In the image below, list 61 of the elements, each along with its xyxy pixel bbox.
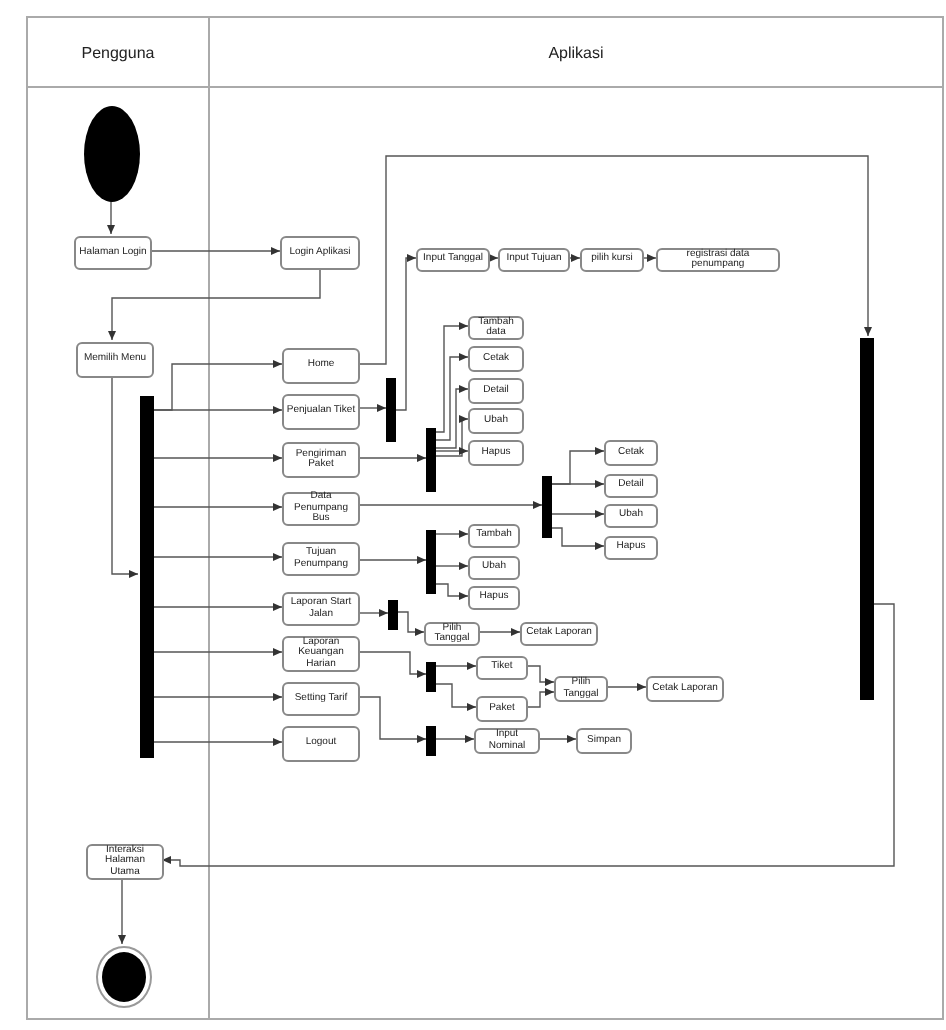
fork-bar (426, 428, 436, 492)
arrow (435, 530, 469, 538)
fork-bar (860, 338, 874, 700)
arrow (151, 503, 283, 511)
arrow (435, 562, 469, 570)
arrow (359, 696, 427, 743)
arrow (107, 199, 115, 235)
arrow (151, 406, 283, 414)
arrow (359, 454, 427, 462)
lane-header: Pengguna (28, 18, 208, 88)
fork-bar (140, 396, 154, 758)
fork-bar (426, 530, 436, 594)
swimlane (26, 16, 210, 1020)
fork-bar (388, 600, 398, 630)
arrow (359, 556, 427, 564)
arrow (108, 267, 321, 341)
arrow (527, 665, 555, 686)
arrow (643, 254, 657, 262)
final-node (96, 946, 152, 1008)
arrow (607, 683, 647, 691)
arrow (151, 603, 283, 611)
arrow (151, 693, 283, 701)
lane-header: Aplikasi (210, 18, 942, 88)
arrow (435, 385, 469, 449)
arrow (479, 628, 521, 636)
arrow (435, 353, 469, 441)
swimlane (210, 16, 944, 1020)
arrow (489, 254, 499, 262)
arrow (359, 501, 543, 509)
arrow (151, 553, 283, 561)
fork-bar (386, 378, 396, 442)
arrow (118, 877, 126, 945)
arrow (151, 738, 283, 746)
arrow (435, 322, 469, 433)
arrow (435, 447, 469, 455)
arrow (527, 688, 555, 708)
arrow (539, 735, 577, 743)
arrow (551, 510, 605, 518)
fork-bar (426, 726, 436, 756)
arrow (151, 454, 283, 462)
arrow (111, 375, 139, 578)
arrow (161, 603, 895, 867)
arrow (359, 404, 387, 412)
fork-bar (426, 662, 436, 692)
arrow (151, 648, 283, 656)
arrow (397, 611, 425, 636)
fork-bar (542, 476, 552, 538)
arrow (359, 651, 427, 678)
arrow (435, 735, 475, 743)
arrow (435, 583, 469, 600)
arrow (569, 254, 581, 262)
arrow (149, 247, 281, 255)
initial-node (84, 106, 140, 202)
arrow (435, 683, 477, 711)
arrow (435, 662, 477, 670)
arrow (395, 254, 417, 411)
arrow (359, 609, 389, 617)
arrow (551, 480, 605, 488)
arrow (551, 527, 605, 550)
arrow (435, 415, 469, 457)
arrow (359, 155, 872, 365)
